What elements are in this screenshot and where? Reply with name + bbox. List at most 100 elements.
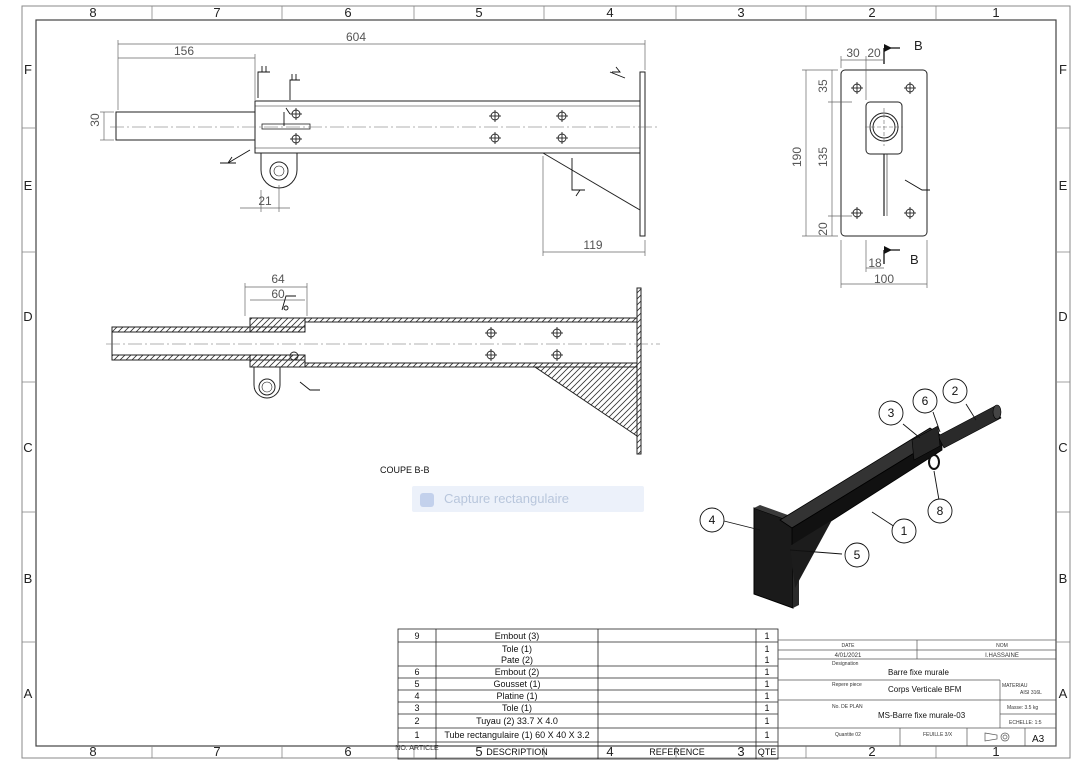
capture-icon [420, 492, 434, 507]
top-view [100, 40, 660, 256]
zone-row-d-right: D [1058, 309, 1067, 324]
zone-row-f-right: F [1059, 62, 1067, 77]
bom-desc: Platine (1) [496, 691, 537, 701]
bom-qty: 1 [764, 716, 769, 726]
bom-header-ref: REFERENCE [649, 747, 705, 757]
tb-sheet: FEUILLE 3/X [923, 732, 953, 738]
zone-col-4-top: 4 [606, 5, 613, 20]
balloon-8: 8 [937, 504, 944, 518]
capture-overlay: Capture rectangulaire [412, 486, 644, 512]
zone-col-8-bottom: 8 [89, 744, 96, 759]
zone-col-4-bottom: 4 [606, 744, 613, 759]
tb-designation: Barre fixe murale [888, 668, 949, 677]
tb-plan: MS-Barre fixe murale-03 [878, 711, 966, 720]
bom-desc: Embout (2) [495, 667, 540, 677]
bom-desc: Tole (1) [502, 644, 532, 654]
tb-material: AISI 316L [1020, 690, 1042, 696]
zone-row-e-left: E [24, 178, 33, 193]
zone-row-c-left: C [23, 440, 32, 455]
dim-604: 604 [346, 30, 366, 44]
bom-no: 1 [414, 730, 419, 740]
tb-repere: Corps Verticale BFM [888, 685, 962, 694]
bom-rows: 9 Embout (3) 1 Tole (1) 1 Pate (2) 1 6 E… [395, 631, 776, 757]
bom-no: 5 [414, 679, 419, 689]
zone-row-a-left: A [24, 686, 33, 701]
dim-119: 119 [583, 238, 602, 252]
dim-30-top: 30 [88, 113, 102, 127]
bom-no: 4 [414, 691, 419, 701]
bom-qty: 1 [764, 631, 769, 641]
section-label: COUPE B-B [380, 465, 430, 475]
dim-18: 18 [868, 256, 882, 270]
inner-frame [35, 19, 1057, 747]
zone-col-5-bottom: 5 [475, 744, 482, 759]
zone-col-7-bottom: 7 [213, 744, 220, 759]
zone-row-d-left: D [23, 309, 32, 324]
iso-balloons [699, 378, 977, 568]
zone-row-e-right: E [1059, 178, 1068, 193]
dim-135: 135 [816, 147, 830, 167]
bom-header-desc: DESCRIPTION [486, 747, 548, 757]
zone-row-a-right: A [1059, 686, 1068, 701]
zone-row-c-right: C [1058, 440, 1067, 455]
tb-date: 4/01/2021 [835, 653, 862, 659]
tb-designation-label: Designation [832, 661, 859, 667]
tb-repere-label: Repere piece [832, 682, 862, 688]
iso-view [753, 404, 1002, 609]
bom-desc: Tuyau (2) 33.7 X 4.0 [476, 716, 558, 726]
section-mark-b-top: B [914, 38, 923, 53]
section-view [106, 283, 660, 455]
zone-col-7-top: 7 [213, 5, 220, 20]
dim-190: 190 [790, 147, 804, 167]
zone-col-1-bottom: 1 [992, 744, 999, 759]
tb-material-label: MATERIAU [1002, 683, 1028, 689]
tb-name: I.HASSAINE [985, 653, 1019, 659]
tb-format: A3 [1032, 734, 1045, 745]
zone-ticks [22, 6, 1070, 758]
bom-desc: Embout (3) [495, 631, 540, 641]
balloon-2: 2 [952, 384, 959, 398]
bom-qty: 1 [764, 679, 769, 689]
bom-desc: Gousset (1) [493, 679, 540, 689]
bom-qty: 1 [764, 655, 769, 665]
bom-header-no: NO. ARTICLE [395, 745, 439, 752]
tb-date-label: DATE [842, 643, 856, 649]
dim-20-side-bottom: 20 [816, 222, 830, 236]
dim-20-side-top: 20 [867, 46, 881, 60]
tb-quantity: Quantite 02 [835, 732, 861, 738]
balloon-4: 4 [709, 513, 716, 527]
dim-156: 156 [174, 44, 194, 58]
zone-col-3-bottom: 3 [737, 744, 744, 759]
dim-30-side: 30 [846, 46, 860, 60]
bom-desc: Pate (2) [501, 655, 533, 665]
dim-100: 100 [874, 272, 894, 286]
bom-qty: 1 [764, 691, 769, 701]
tb-plan-label: No. DE PLAN [832, 704, 863, 710]
side-view [802, 44, 930, 288]
bom-qty: 1 [764, 730, 769, 740]
bom-desc: Tole (1) [502, 703, 532, 713]
bom-qty: 1 [764, 667, 769, 677]
dim-60: 60 [271, 287, 285, 301]
bom-desc: Tube rectangulaire (1) 60 X 40 X 3.2 [444, 730, 589, 740]
balloon-3: 3 [888, 406, 895, 420]
zone-row-f-left: F [24, 62, 32, 77]
zone-row-b-left: B [24, 571, 33, 586]
outer-frame [21, 5, 1071, 759]
zone-col-2-bottom: 2 [868, 744, 875, 759]
balloon-5: 5 [854, 548, 861, 562]
balloon-6: 6 [922, 394, 929, 408]
bom-no: 3 [414, 703, 419, 713]
zone-col-5-top: 5 [475, 5, 482, 20]
bom-no: 6 [414, 667, 419, 677]
dim-64: 64 [271, 272, 285, 286]
zone-col-2-top: 2 [868, 5, 875, 20]
bom-qty: 1 [764, 703, 769, 713]
title-block [777, 639, 1057, 747]
tb-scale: ECHELLE: 1:5 [1009, 720, 1042, 726]
tb-mass: Masse: 3.5 kg [1007, 705, 1038, 711]
zone-col-3-top: 3 [737, 5, 744, 20]
section-mark-b-bottom: B [910, 252, 919, 267]
balloon-1: 1 [901, 524, 908, 538]
